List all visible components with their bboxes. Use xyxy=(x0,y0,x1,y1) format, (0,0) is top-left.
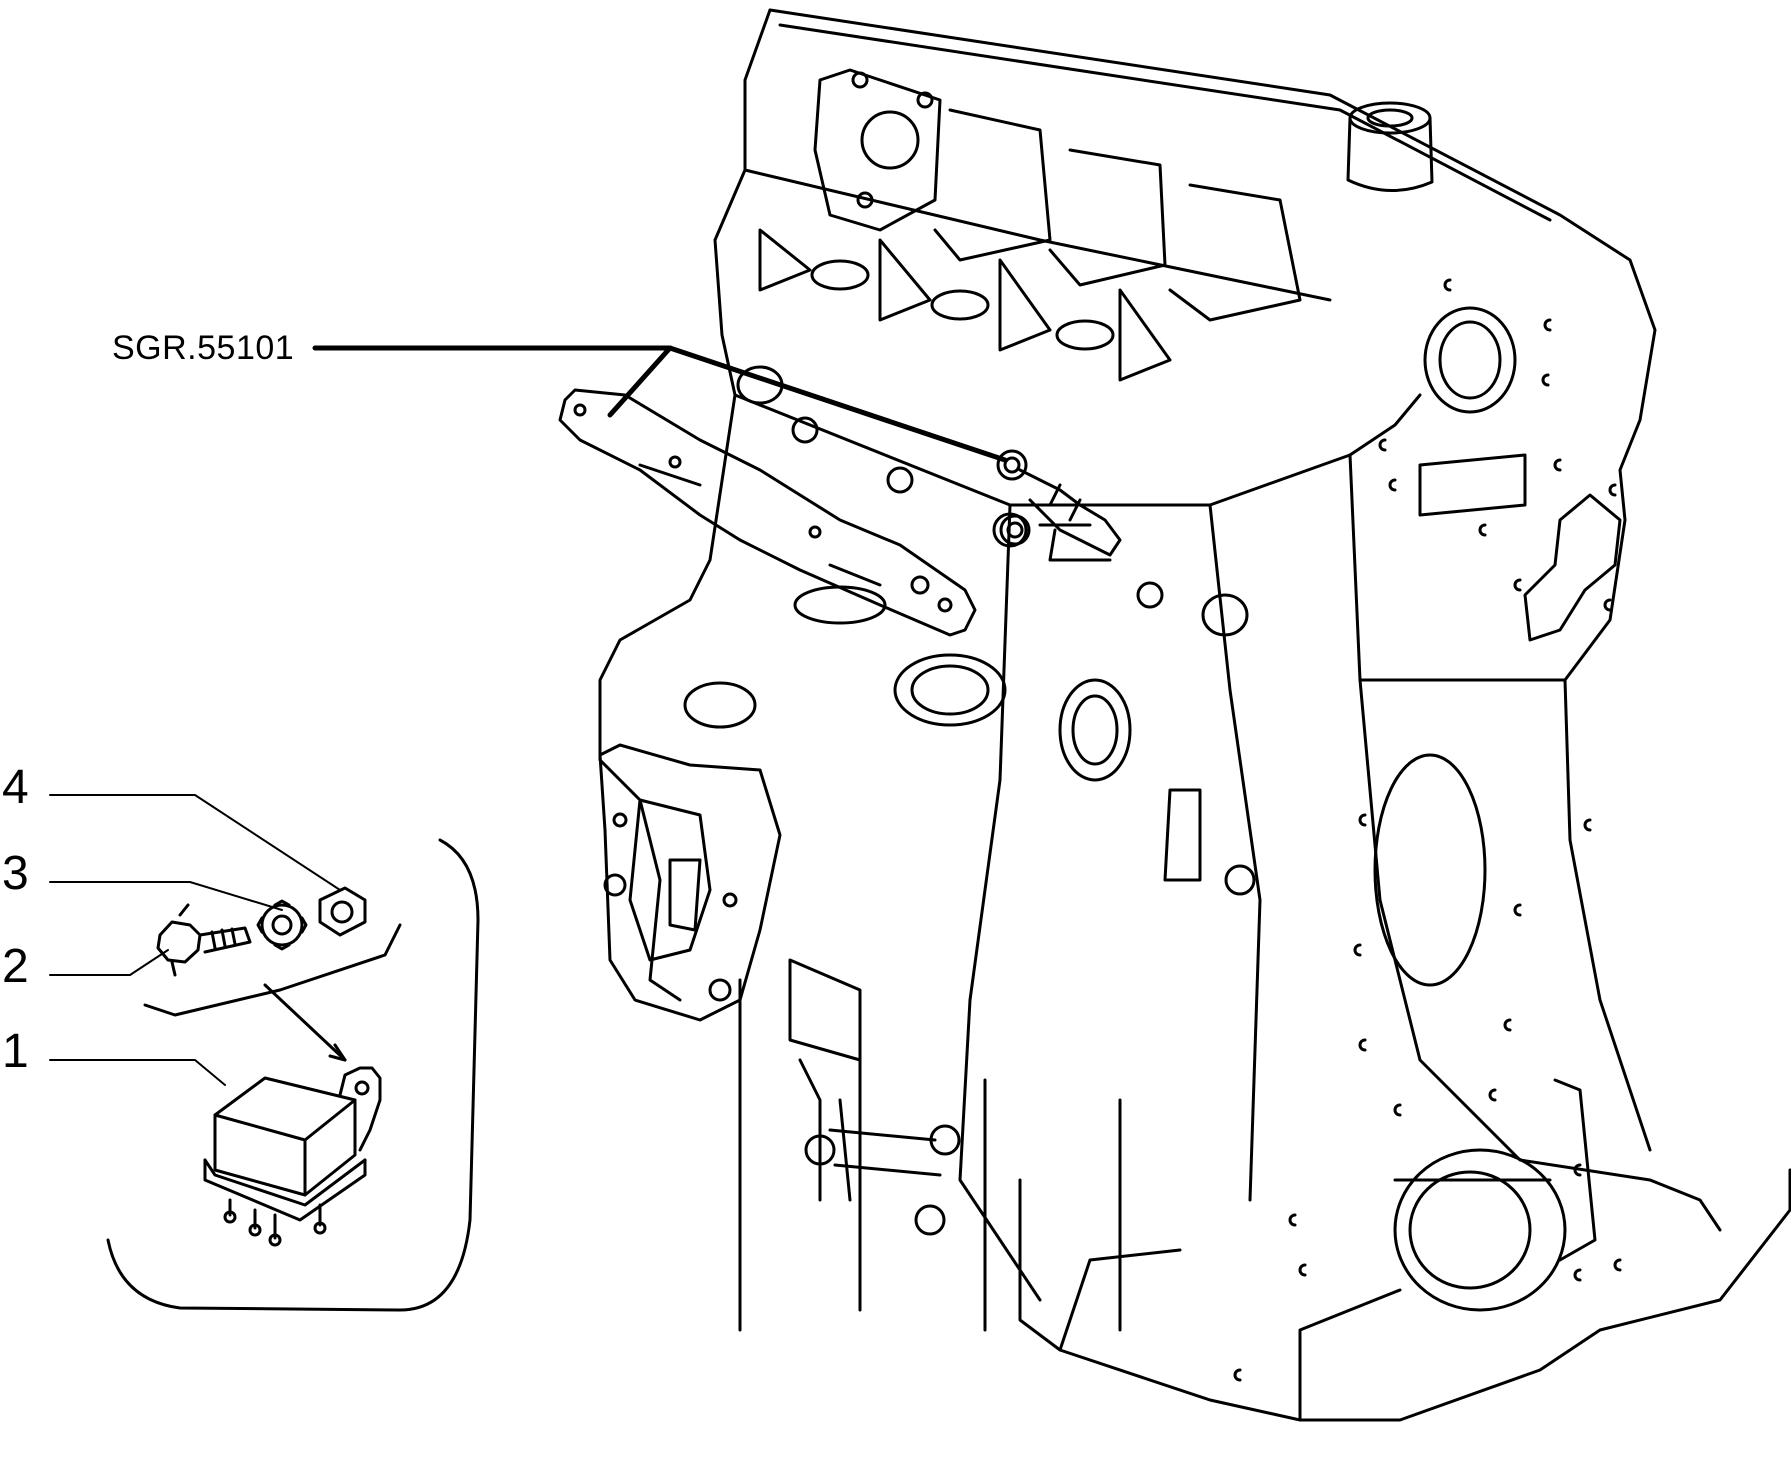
nut xyxy=(318,886,367,937)
relay-body xyxy=(203,1066,382,1247)
relay-mount-bracket-lines xyxy=(143,923,402,1062)
callout-1-label: 1 xyxy=(2,1025,29,1078)
glow-plug xyxy=(996,449,1122,557)
reference-leader-lines xyxy=(312,345,1008,463)
glow-plug-harness xyxy=(558,388,977,637)
engine-block xyxy=(598,8,1791,1422)
lock-washer xyxy=(256,899,308,951)
callout-leaders xyxy=(49,794,341,1086)
reference-code-label: SGR.55101 xyxy=(112,329,295,367)
callout-2-label: 2 xyxy=(2,940,29,993)
callout-3-label: 3 xyxy=(2,847,29,900)
screw xyxy=(156,903,252,977)
detail-inset-frame xyxy=(106,838,480,1312)
callout-4-label: 4 xyxy=(2,761,29,814)
